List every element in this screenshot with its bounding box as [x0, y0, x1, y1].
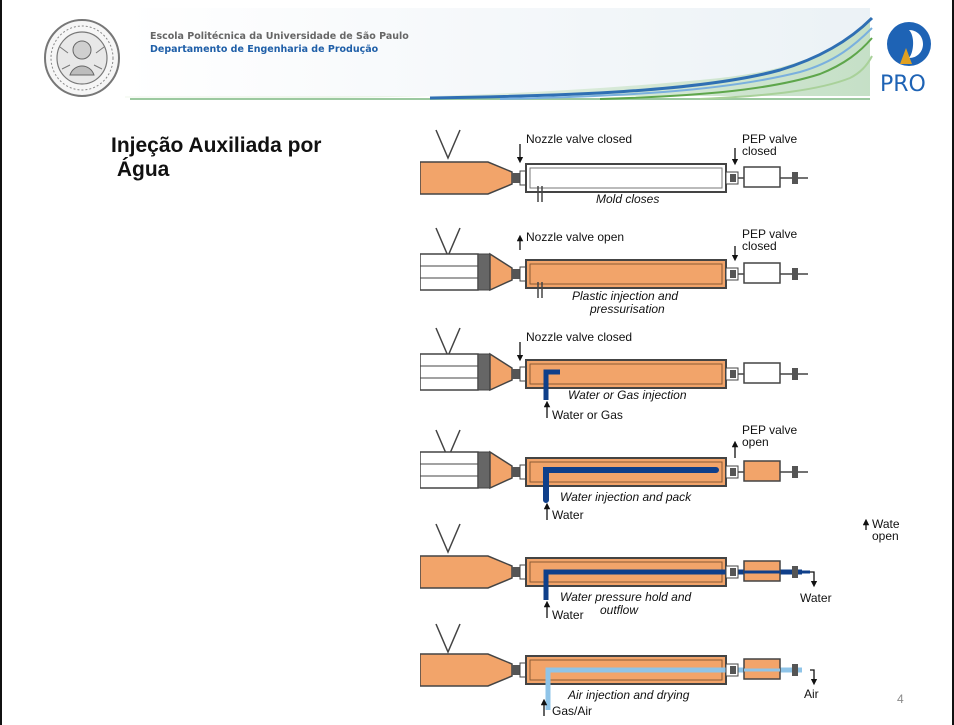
- stage-4: PEP valve open Water injection and pack …: [420, 423, 808, 522]
- university-seal-icon: [44, 19, 120, 97]
- stage-5-inlet-label: Water: [552, 608, 584, 622]
- stage-6-inlet-label: Gas/Air: [552, 704, 592, 718]
- stage-2: Nozzle valve open PEP valve closed Plast…: [420, 227, 808, 316]
- slide-title-line2: Água: [111, 158, 170, 181]
- stage-4-right-label-2: open: [742, 435, 769, 449]
- stage-1-top-label: Nozzle valve closed: [526, 132, 632, 146]
- water-injection-diagram: Nozzle valve closed PEP valve closed Mol…: [420, 129, 900, 718]
- stage-4-right-label-1: PEP valve: [742, 423, 797, 437]
- stage-3-inlet-label: Water or Gas: [552, 408, 623, 422]
- stage-5-caption-1: Water pressure hold and: [560, 590, 692, 604]
- pro-logo-text: PRO: [880, 72, 926, 97]
- stage-6: Air injection and drying Gas/Air Air: [420, 623, 819, 718]
- stage-2-top-label: Nozzle valve open: [526, 230, 624, 244]
- stage-1-right-label-1: PEP valve: [742, 132, 797, 146]
- slide-title-line1: Injeção Auxiliada por: [111, 134, 322, 157]
- stage-3-caption: Water or Gas injection: [568, 388, 687, 402]
- stage-2-caption-1: Plastic injection and: [572, 289, 678, 303]
- stage-2-caption-2: pressurisation: [589, 302, 665, 316]
- stage-6-outlet-label: Air: [804, 687, 819, 701]
- institution-name: Escola Politécnica da Universidade de Sã…: [150, 31, 409, 42]
- stage-5-right-label-2: open: [872, 529, 899, 543]
- stage-1-caption: Mold closes: [596, 192, 659, 206]
- page-number: 4: [897, 692, 904, 706]
- stage-4-inlet-label: Water: [552, 508, 584, 522]
- slide-title: Injeção Auxiliada por Água: [111, 134, 321, 182]
- stage-5-caption-2: outflow: [600, 603, 639, 617]
- stage-3: Nozzle valve closed Water or Gas injecti…: [420, 327, 808, 422]
- stage-5-outlet-label: Water: [800, 591, 832, 605]
- stage-5-right-label-1: Water valve: [872, 517, 900, 531]
- pro-logo-icon: [887, 22, 931, 66]
- stage-1-right-label-2: closed: [742, 144, 777, 158]
- slide-border-left: [0, 0, 2, 725]
- stage-5: Water valve open Water pressure hold and…: [420, 517, 900, 622]
- header-banner: [125, 8, 874, 100]
- stage-6-caption: Air injection and drying: [567, 688, 690, 702]
- department-name: Departamento de Engenharia de Produção: [150, 44, 379, 55]
- stage-2-right-label-2: closed: [742, 239, 777, 253]
- stage-4-caption: Water injection and pack: [560, 490, 692, 504]
- stage-1: Nozzle valve closed PEP valve closed Mol…: [420, 129, 808, 206]
- stage-3-top-label: Nozzle valve closed: [526, 330, 632, 344]
- stage-2-right-label-1: PEP valve: [742, 227, 797, 241]
- slide-border-right: [952, 0, 954, 725]
